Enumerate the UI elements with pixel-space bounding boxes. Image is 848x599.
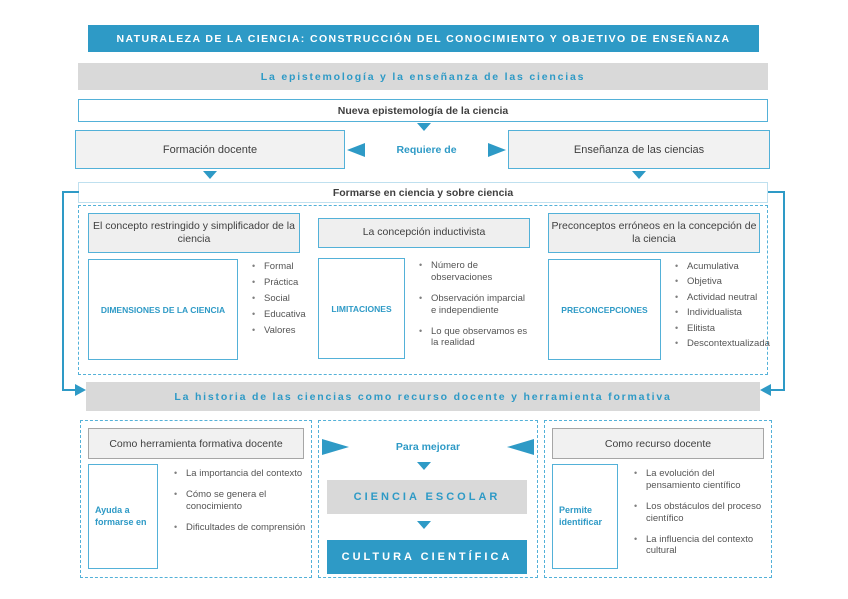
left-arrow-icon (347, 142, 365, 157)
left-arrowhead-icon (760, 384, 771, 396)
right-arrowhead-icon (75, 384, 86, 396)
permite-list: La evolución del pensamiento científico … (620, 466, 768, 566)
training-dashed-container (78, 205, 768, 375)
history-bar: La historia de las ciencias como recurso… (86, 382, 760, 411)
left-connector-line (62, 389, 76, 391)
right-connector-line (783, 191, 785, 390)
list-item: Dificultades de comprensión (174, 522, 306, 534)
column-dimensiones: El concepto restringido y simplificador … (88, 213, 306, 360)
column-body: DIMENSIONES DE LA CIENCIA Formal Práctic… (88, 259, 306, 360)
new-epistemology-box: Nueva epistemología de la ciencia (78, 99, 768, 122)
ayuda-label: Ayuda a formarse en (95, 504, 147, 527)
ayuda-label-box: Ayuda a formarse en (88, 464, 158, 569)
column-header-label: Preconceptos erróneos en la concepción d… (551, 219, 757, 245)
list-item: Objetiva (675, 276, 770, 288)
title-banner: NATURALEZA DE LA CIENCIA: CONSTRUCCIÓN D… (88, 25, 759, 52)
teaching-resource-label: Como recurso docente (604, 437, 712, 450)
permite-label-box: Permite identificar (552, 464, 618, 569)
list-item: Actividad neutral (675, 292, 770, 304)
list-item: Cómo se genera el conocimiento (174, 489, 306, 513)
left-dashed-container (80, 420, 312, 578)
right-dashed-container (544, 420, 772, 578)
list-item: La evolución del pensamiento científico (634, 468, 768, 492)
left-connector-line (62, 191, 64, 390)
column-header-label: La concepción inductivista (362, 226, 486, 239)
list-item: Valores (252, 325, 306, 337)
list-item: Acumulativa (675, 261, 770, 273)
list-item: Elitista (675, 323, 770, 335)
column-header: La concepción inductivista (318, 218, 530, 248)
column-preconcepciones: Preconceptos erróneos en la concepción d… (548, 213, 770, 360)
requiere-de-connector: Requiere de (345, 130, 508, 169)
permite-label: Permite identificar (559, 504, 603, 527)
list-item: Práctica (252, 277, 306, 289)
requiere-de-label: Requiere de (396, 143, 457, 156)
page-title: NATURALEZA DE LA CIENCIA: CONSTRUCCIÓN D… (116, 32, 731, 45)
column-body: PRECONCEPCIONES Acumulativa Objetiva Act… (548, 259, 770, 360)
right-arrow-icon (322, 439, 349, 455)
dimensiones-label-box: DIMENSIONES DE LA CIENCIA (88, 259, 238, 360)
science-teaching-label: Enseñanza de las ciencias (573, 143, 705, 156)
epistemology-bar: La epistemología y la enseñanza de las c… (78, 63, 768, 90)
scientific-culture-box: CULTURA CIENTÍFICA (327, 540, 527, 574)
column-limitaciones: La concepción inductivista LIMITACIONES … (318, 213, 530, 359)
epistemology-bar-label: La epistemología y la enseñanza de las c… (260, 70, 586, 83)
left-arrow-icon (507, 439, 534, 455)
list-item: Descontextualizada (675, 338, 770, 350)
new-epistemology-label: Nueva epistemología de la ciencia (337, 104, 509, 117)
column-header: El concepto restringido y simplificador … (88, 213, 300, 253)
down-arrow-icon (203, 171, 217, 179)
list-item: Observación imparcial e independiente (419, 293, 530, 317)
limitaciones-label-box: LIMITACIONES (318, 258, 405, 359)
para-mejorar-label: Para mejorar (395, 441, 461, 453)
list-item: Individualista (675, 307, 770, 319)
list-item: Los obstáculos del proceso científico (634, 501, 768, 525)
column-header: Preconceptos erróneos en la concepción d… (548, 213, 760, 253)
teacher-training-box: Formación docente (75, 130, 345, 169)
down-arrow-icon (417, 462, 431, 470)
formarse-bar: Formarse en ciencia y sobre ciencia (78, 182, 768, 203)
limitaciones-label: LIMITACIONES (331, 303, 392, 314)
science-teaching-box: Enseñanza de las ciencias (508, 130, 770, 169)
middle-dashed-container (318, 420, 538, 578)
scientific-culture-label: CULTURA CIENTÍFICA (341, 551, 513, 563)
list-item: Formal (252, 261, 306, 273)
down-arrow-icon (417, 123, 431, 131)
dimensiones-label: DIMENSIONES DE LA CIENCIA (100, 304, 226, 315)
formative-tool-label: Como herramienta formativa docente (109, 437, 283, 450)
school-science-box: CIENCIA ESCOLAR (327, 480, 527, 514)
formative-tool-header: Como herramienta formativa docente (88, 428, 304, 459)
list-item: Lo que observamos es la realidad (419, 326, 530, 350)
right-arrow-icon (487, 142, 506, 157)
preconcepciones-label-box: PRECONCEPCIONES (548, 259, 661, 360)
right-connector-line (771, 389, 785, 391)
list-item: La importancia del contexto (174, 468, 306, 480)
teaching-resource-header: Como recurso docente (552, 428, 764, 459)
preconcepciones-list: Acumulativa Objetiva Actividad neutral I… (661, 259, 770, 360)
list-item: Educativa (252, 309, 306, 321)
down-arrow-icon (417, 521, 431, 529)
ayuda-list: La importancia del contexto Cómo se gene… (160, 466, 306, 543)
history-bar-label: La historia de las ciencias como recurso… (174, 390, 672, 403)
para-mejorar-connector: Para mejorar (322, 436, 534, 458)
right-connector-line (768, 191, 785, 193)
column-header-label: El concepto restringido y simplificador … (93, 219, 295, 245)
column-body: LIMITACIONES Número de observaciones Obs… (318, 258, 530, 359)
list-item: Número de observaciones (419, 260, 530, 284)
school-science-label: CIENCIA ESCOLAR (353, 491, 501, 503)
dimensiones-list: Formal Práctica Social Educativa Valores (238, 259, 306, 360)
limitaciones-list: Número de observaciones Observación impa… (405, 258, 530, 359)
left-connector-line (62, 191, 79, 193)
list-item: Social (252, 293, 306, 305)
formarse-bar-label: Formarse en ciencia y sobre ciencia (332, 186, 514, 199)
down-arrow-icon (632, 171, 646, 179)
preconcepciones-label: PRECONCEPCIONES (561, 304, 648, 315)
list-item: La influencia del contexto cultural (634, 534, 768, 558)
teacher-training-label: Formación docente (162, 143, 258, 156)
